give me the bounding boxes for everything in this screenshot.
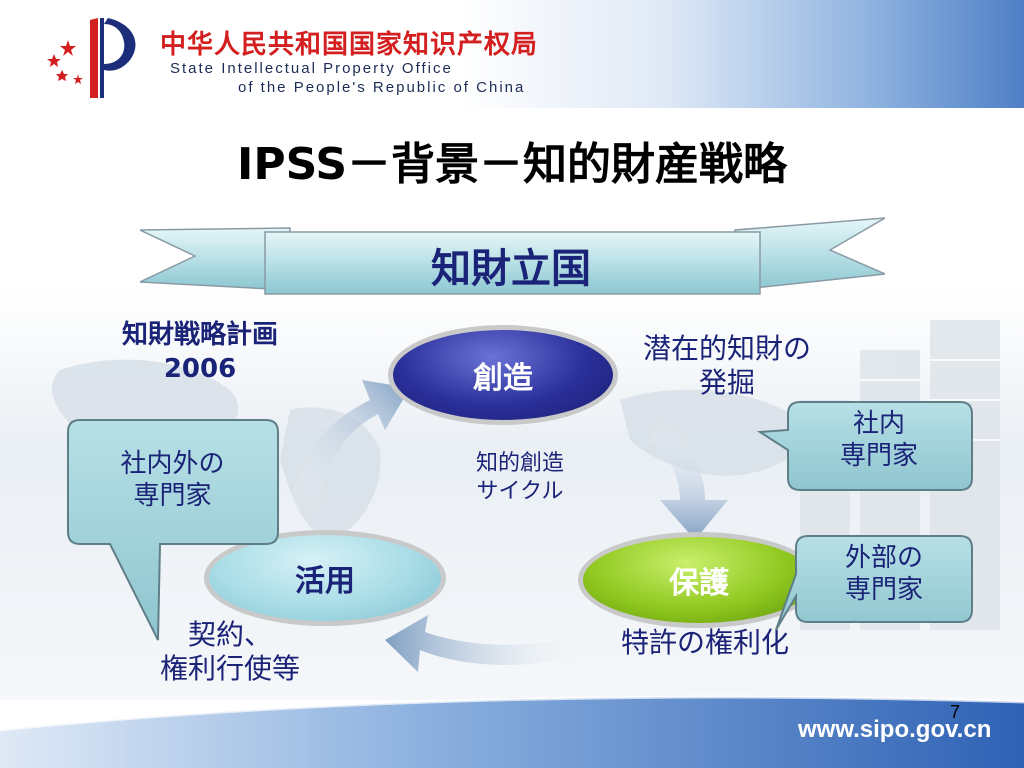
callout-right-bottom-line1: 外部の <box>844 543 923 573</box>
contract-line1: 契約、 <box>187 618 272 651</box>
callout-right-top-line2: 専門家 <box>839 441 918 471</box>
org-name-cn: 中华人民共和国国家知识产权局 <box>160 30 539 60</box>
slide-title: IPSS－背景－知的財産戦略 <box>236 139 788 190</box>
callout-right-top-text: 社内 専門家 <box>786 408 972 472</box>
cycle-node-use: 活用 <box>204 530 446 626</box>
arrow-create-to-protect-icon <box>648 420 728 540</box>
ribbon-label: 知財立国 <box>431 246 591 292</box>
cycle-center-line1: 知的創造 <box>475 451 564 476</box>
latent-ip-discovery-text: 潜在的知財の 発掘 <box>612 332 842 400</box>
contract-line2: 権利行使等 <box>159 652 300 685</box>
footer-url-link[interactable]: www.sipo.gov.cn <box>798 716 992 743</box>
cycle-center-label: 知的創造 サイクル <box>445 450 595 506</box>
latent-line1: 潜在的知財の <box>642 332 811 365</box>
cycle-node-create: 創造 <box>388 325 618 425</box>
callout-right-top-line1: 社内 <box>852 409 905 439</box>
cycle-node-protect: 保護 <box>578 532 820 628</box>
callout-left-line2: 専門家 <box>133 481 212 511</box>
contract-enforcement-text: 契約、 権利行使等 <box>120 618 340 686</box>
arrow-use-to-create-icon <box>290 380 410 510</box>
callout-right-bottom-line2: 専門家 <box>844 575 923 605</box>
ribbon-banner <box>140 217 885 295</box>
org-name-en-line2: of the People's Republic of China <box>238 79 526 96</box>
header-bar <box>0 0 1024 108</box>
sipo-logo-icon <box>47 18 136 98</box>
arrow-protect-to-use-icon <box>385 615 600 672</box>
page-number: 7 <box>950 702 961 722</box>
patent-rights-text: 特許の権利化 <box>620 626 789 659</box>
ip-strategy-plan-label: 知財戦略計画 2006 <box>95 318 305 386</box>
org-name-en-line1: State Intellectual Property Office <box>170 60 453 77</box>
plan-label-line1: 知財戦略計画 <box>121 320 278 350</box>
latent-line2: 発掘 <box>698 366 755 399</box>
callout-left-text: 社内外の 専門家 <box>70 448 275 512</box>
cycle-center-line2: サイクル <box>476 479 564 504</box>
plan-label-line2: 2006 <box>163 354 237 384</box>
callout-left-line1: 社内外の <box>120 449 225 479</box>
callout-right-bottom-text: 外部の 専門家 <box>796 542 972 606</box>
footer-wave <box>0 695 1024 768</box>
